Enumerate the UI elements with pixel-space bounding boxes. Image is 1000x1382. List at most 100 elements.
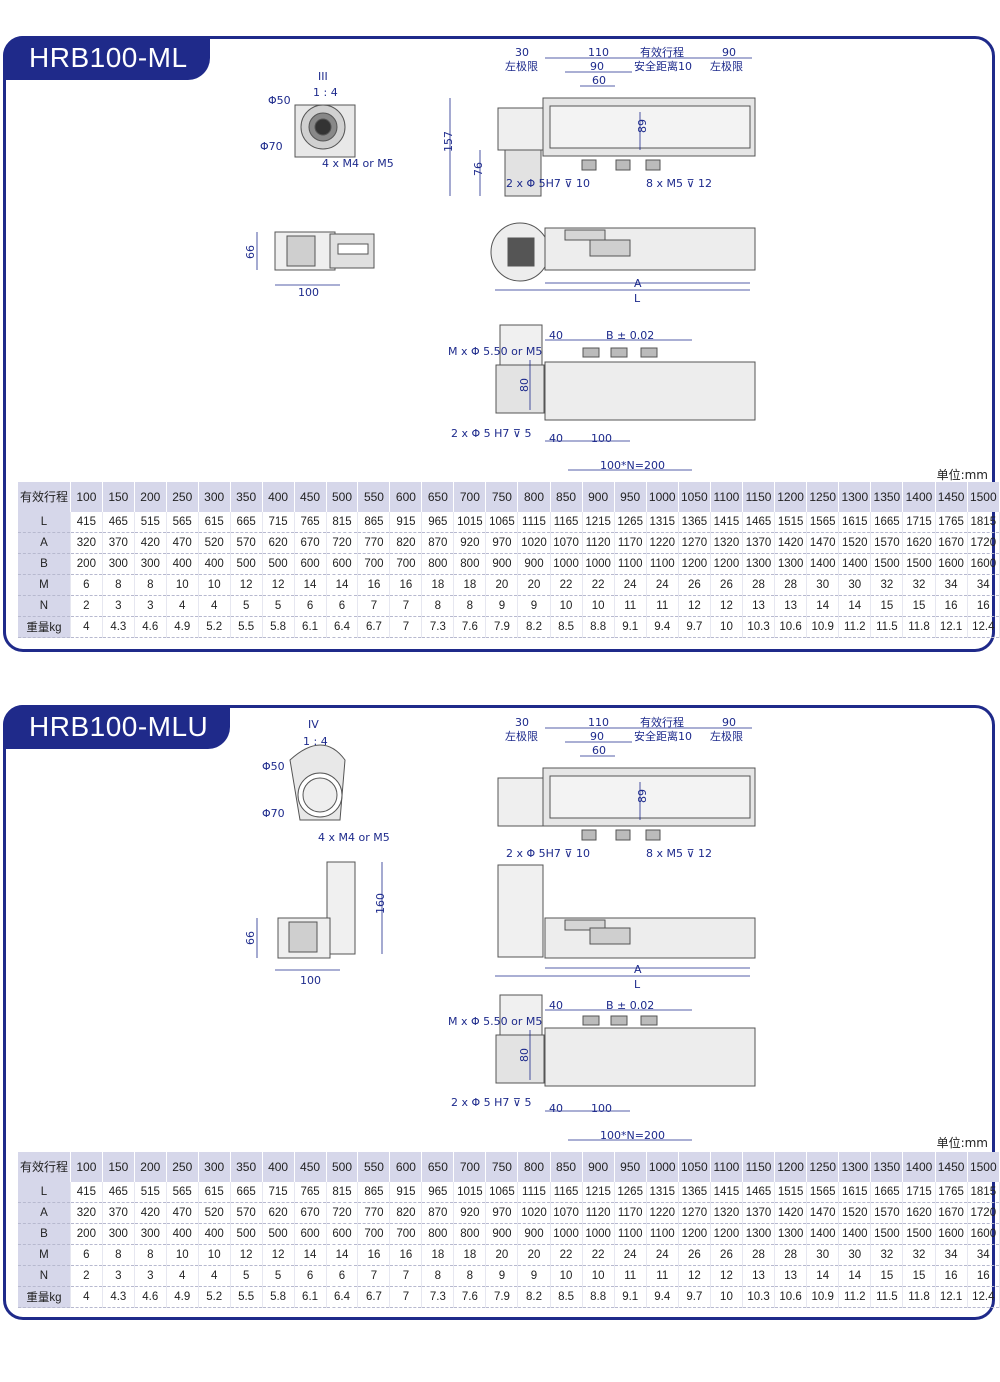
table-cell: 6.4 <box>326 1286 359 1308</box>
view-scale: 1 : 4 <box>313 86 338 99</box>
table-cell: 7.6 <box>453 616 487 638</box>
table-cell: 965 <box>421 512 455 533</box>
table-cell: 1515 <box>774 1182 808 1203</box>
stroke-header-cell: 200 <box>134 482 167 512</box>
screw-label: 8 x M5 ⊽ 12 <box>646 847 712 860</box>
table-cell: 1100 <box>614 553 647 575</box>
table-cell: 370 <box>102 532 135 554</box>
table-cell: 15 <box>870 1265 904 1287</box>
table-cell: 9.1 <box>614 1286 647 1308</box>
table-cell: 300 <box>102 553 135 575</box>
table-cell: 20 <box>517 1244 551 1266</box>
table-cell: 400 <box>166 553 199 575</box>
table-cell: 1120 <box>582 1202 615 1224</box>
table-cell: 4.6 <box>134 616 167 638</box>
table-cell: 970 <box>485 532 519 554</box>
table-cell: 800 <box>453 1223 487 1245</box>
stroke-header-label: 有效行程 <box>18 1152 71 1182</box>
dim-110: 110 <box>588 46 609 59</box>
stroke-header-cell: 1250 <box>806 482 840 512</box>
table-cell: 9.1 <box>614 616 647 638</box>
dim-40a: 40 <box>549 329 563 342</box>
stroke-header-cell: 1300 <box>838 1152 872 1182</box>
table-cell: 1600 <box>967 1223 1000 1245</box>
table-cell: 32 <box>870 1244 904 1266</box>
dim-a: A <box>634 277 642 290</box>
table-cell: 1220 <box>646 532 679 554</box>
table-cell: 1365 <box>678 512 711 533</box>
table-cell: 1520 <box>838 1202 872 1224</box>
table-cell: 1400 <box>838 553 872 575</box>
table-cell: 1365 <box>678 1182 711 1203</box>
table-cell: 470 <box>166 532 199 554</box>
table-cell: 6.1 <box>294 1286 327 1308</box>
table-cell: 300 <box>134 1223 167 1245</box>
table-cell: 515 <box>134 512 167 533</box>
table-cell: 765 <box>294 512 327 533</box>
table-cell: 465 <box>102 512 135 533</box>
table-cell: 1200 <box>678 1223 711 1245</box>
table-cell: 34 <box>967 1244 1000 1266</box>
stroke-header-cell: 1050 <box>678 482 711 512</box>
row-label: L <box>18 512 71 533</box>
table-cell: 870 <box>421 1202 455 1224</box>
table-cell: 4.3 <box>102 1286 135 1308</box>
table-cell: 815 <box>326 512 359 533</box>
table-cell: 1100 <box>646 553 679 575</box>
dim-90a: 90 <box>590 60 604 73</box>
table-cell: 10.6 <box>774 1286 808 1308</box>
dim-100b: 100 <box>591 1102 612 1115</box>
table-cell: 1270 <box>678 1202 711 1224</box>
dim-nx200: 100*N=200 <box>600 459 665 472</box>
stroke-header-cell: 1400 <box>902 1152 936 1182</box>
table-cell: 6 <box>294 595 327 617</box>
table-cell: 3 <box>134 1265 167 1287</box>
dim-66: 66 <box>244 931 257 945</box>
stroke-header-cell: 750 <box>485 1152 519 1182</box>
row-label: 重量kg <box>18 616 71 638</box>
dim-160: 160 <box>374 893 387 914</box>
table-cell: 34 <box>935 1244 968 1266</box>
stroke-header-cell: 650 <box>421 482 455 512</box>
stroke-header-cell: 1000 <box>646 482 679 512</box>
table-cell: 4.6 <box>134 1286 167 1308</box>
stroke-header-cell: 950 <box>614 1152 647 1182</box>
table-cell: 28 <box>742 574 776 596</box>
table-cell: 515 <box>134 1182 167 1203</box>
stroke-header-cell: 300 <box>198 482 231 512</box>
table-cell: 10 <box>550 1265 583 1287</box>
table-cell: 24 <box>646 1244 679 1266</box>
table-cell: 520 <box>198 1202 231 1224</box>
table-cell: 15 <box>902 595 936 617</box>
table-cell: 12 <box>230 1244 263 1266</box>
table-cell: 1300 <box>774 1223 808 1245</box>
table-cell: 16 <box>389 574 423 596</box>
table-cell: 400 <box>198 553 231 575</box>
row-label: N <box>18 595 71 617</box>
stroke-header-cell: 800 <box>517 1152 551 1182</box>
dim-l: L <box>634 978 641 991</box>
stroke-header-cell: 900 <box>582 482 615 512</box>
table-cell: 14 <box>806 1265 840 1287</box>
table-cell: 28 <box>774 574 808 596</box>
table-cell: 11.2 <box>838 616 872 638</box>
table-cell: 28 <box>774 1244 808 1266</box>
table-cell: 9.7 <box>678 616 711 638</box>
table-cell: 6.4 <box>326 616 359 638</box>
table-cell: 14 <box>294 1244 327 1266</box>
row-label: N <box>18 1265 71 1287</box>
table-cell: 915 <box>389 1182 423 1203</box>
table-cell: 30 <box>806 574 840 596</box>
table-cell: 4.9 <box>166 1286 199 1308</box>
table-cell: 20 <box>517 574 551 596</box>
table-cell: 970 <box>485 1202 519 1224</box>
dim-80: 80 <box>518 378 531 392</box>
stroke-header-cell: 1300 <box>838 482 872 512</box>
table-cell: 300 <box>102 1223 135 1245</box>
table-cell: 1000 <box>582 553 615 575</box>
table-cell: 28 <box>742 1244 776 1266</box>
